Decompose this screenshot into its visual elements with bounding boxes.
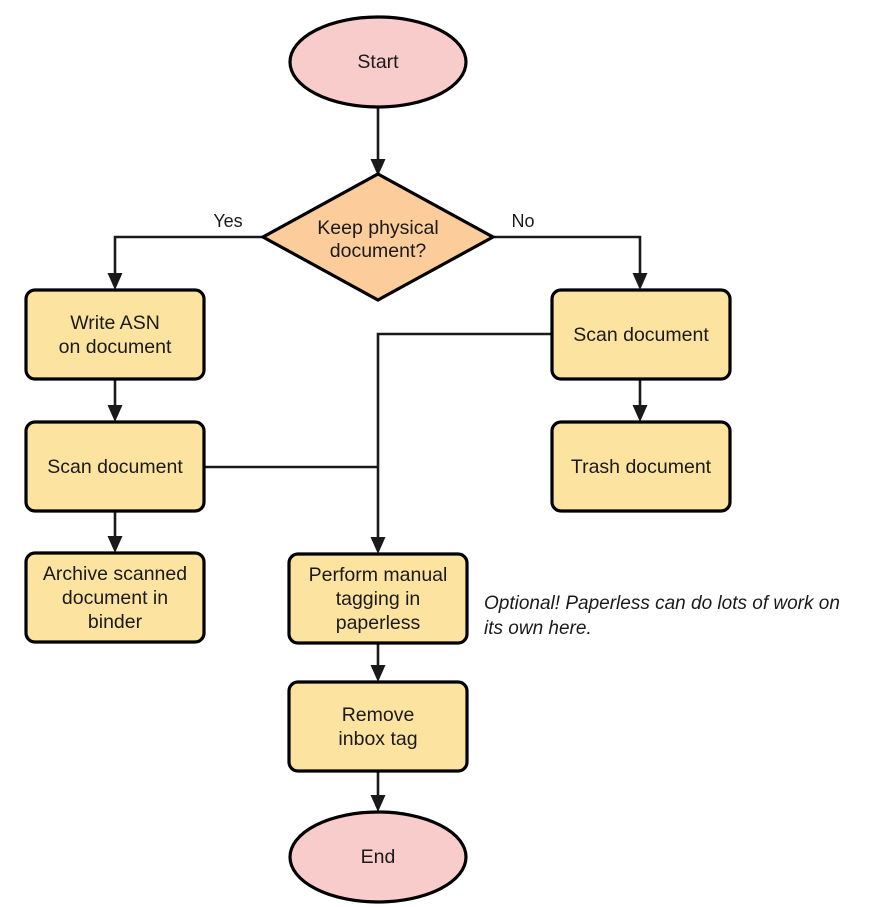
archive-box [24,551,206,644]
end-ellipse [288,810,468,904]
node-scan-document-left[interactable]: Scan document [24,420,206,513]
scan-document-right-label: Scan document [573,324,709,346]
write-asn-box [24,288,206,381]
connector-layer [107,108,648,812]
annotation-line1: Optional! Paperless can do lots of work … [484,593,840,614]
connector-yes-to-write-asn [113,235,262,281]
edge-label-no: No [511,211,534,231]
remove-inbox-tag-box [287,680,469,773]
scan-document-right-box [550,288,732,381]
annotation-optional-note: Optional! Paperless can do lots of work … [484,593,840,639]
node-trash-document[interactable]: Trash document [550,420,732,513]
arrowhead-write-asn-to-scan-left [107,405,123,422]
tagging-box [287,552,469,645]
trash-document-label: Trash document [571,456,712,478]
remove-inbox-label-line2: inbox tag [338,728,417,750]
arrowhead-yes-to-write-asn [107,273,123,290]
arrowhead-merge-to-tagging [370,537,386,554]
start-label: Start [357,51,399,73]
tagging-label-line2: tagging in [336,588,421,610]
decision-label-line2: document? [330,240,427,262]
decision-diamond [259,172,497,302]
node-decision-keep-physical-document[interactable]: Keep physical document? [259,172,497,302]
node-remove-inbox-tag[interactable]: Remove inbox tag [287,680,469,773]
arrowhead-scan-left-to-archive [107,536,123,553]
node-archive-scanned-document[interactable]: Archive scanned document in binder [24,551,206,644]
edge-label-yes: Yes [213,211,242,231]
archive-label-line3: binder [88,611,143,633]
arrowhead-remove-inbox-to-end [370,795,386,812]
scan-document-left-box [24,420,206,513]
start-ellipse [288,15,468,109]
node-scan-document-right[interactable]: Scan document [550,288,732,381]
write-asn-label-line2: on document [59,336,172,358]
arrowhead-start-to-decision [370,159,386,176]
connector-no-to-scan-right [494,235,642,281]
archive-label-line1: Archive scanned [43,563,187,585]
node-end[interactable]: End [288,810,468,904]
decision-label-line1: Keep physical [317,217,438,239]
tagging-label-line3: paperless [336,612,421,634]
write-asn-label-line1: Write ASN [70,312,160,334]
node-start[interactable]: Start [288,15,468,109]
remove-inbox-label-line1: Remove [342,704,415,726]
connector-scan-right-to-tagging [376,332,552,545]
node-perform-manual-tagging[interactable]: Perform manual tagging in paperless [287,552,469,645]
archive-label-line2: document in [62,587,168,609]
trash-document-box [550,420,732,513]
scan-document-left-label: Scan document [47,456,183,478]
end-label: End [361,846,396,868]
arrowhead-no-to-scan-right [632,273,648,290]
arrowhead-scan-right-to-trash [632,405,648,422]
tagging-label-line1: Perform manual [309,564,448,586]
annotation-line2: its own here. [484,618,592,639]
arrowhead-tagging-to-remove-inbox [370,665,386,682]
node-write-asn[interactable]: Write ASN on document [24,288,206,381]
